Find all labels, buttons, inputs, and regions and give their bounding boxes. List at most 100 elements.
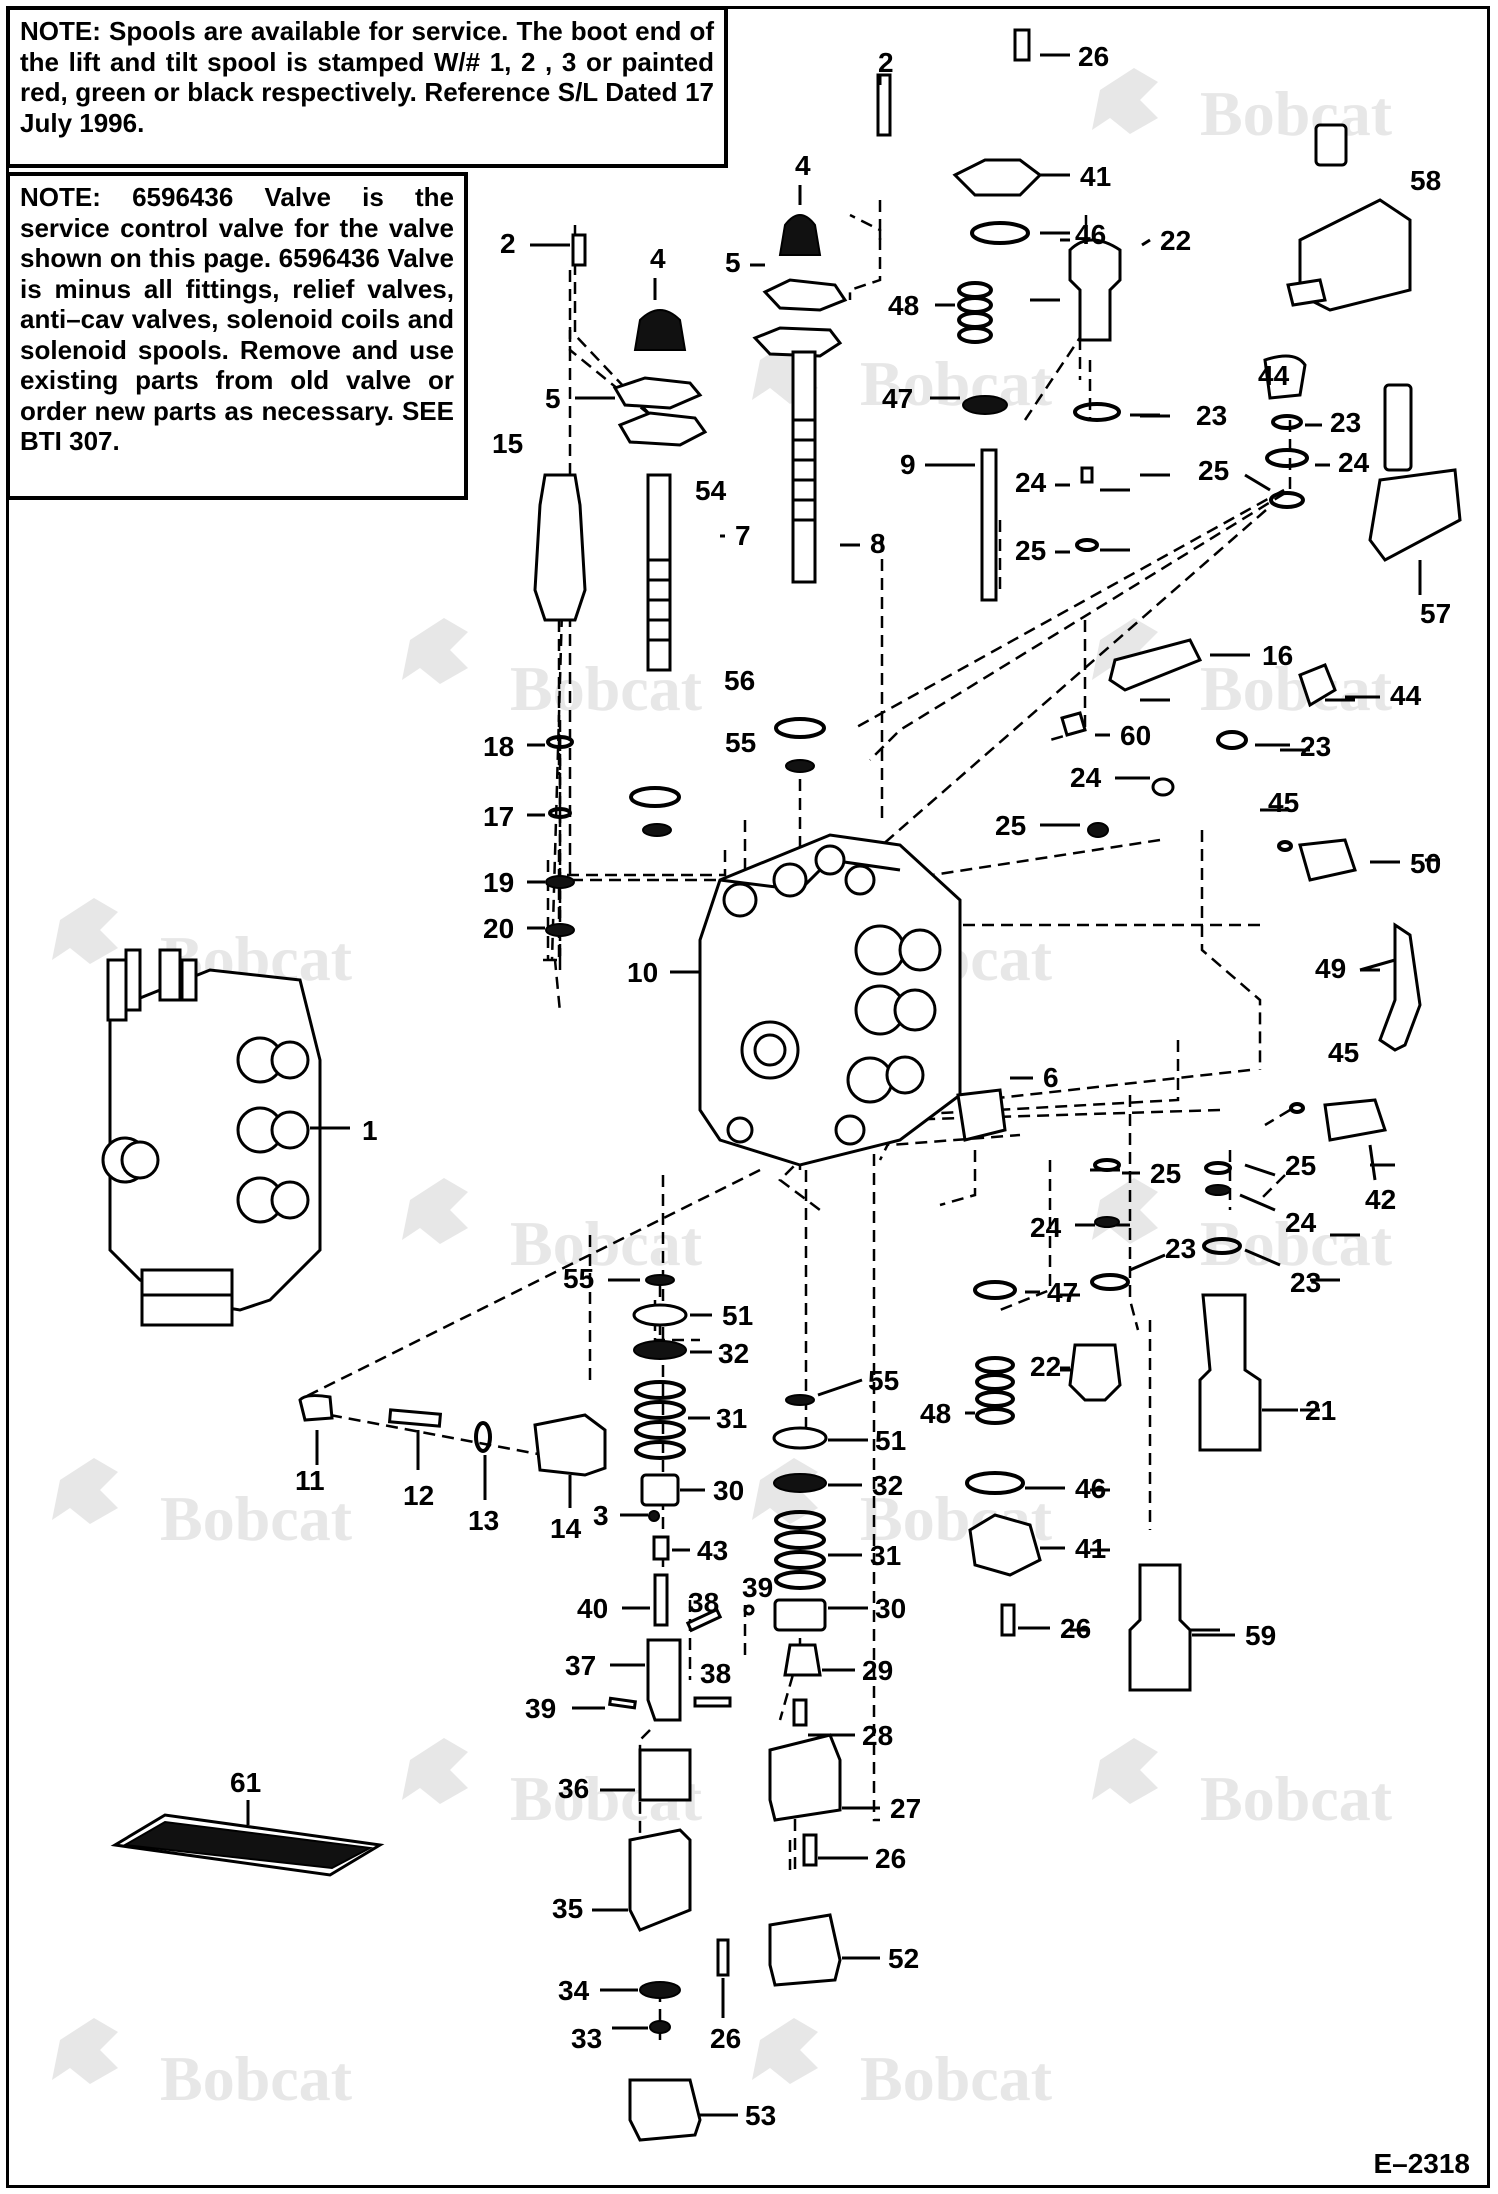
ring-25-top [1075,538,1099,552]
label-5-left: 5 [545,383,561,414]
sleeve-36 [638,1748,692,1802]
label-38-upper: 38 [688,1587,719,1618]
ring-45-lower [1289,1102,1305,1114]
washer-51-left [632,1303,688,1327]
oring-56 [629,786,681,808]
label-15: 15 [492,428,523,459]
watermark-text: Bobcat [160,1483,353,1554]
label-24-lower-right: 24 [1285,1207,1317,1238]
spring-31-left [634,1380,686,1460]
watermark-text: Bobcat [1200,1763,1393,1834]
watermark-text: Bobcat [1200,653,1393,724]
label-51-mid: 51 [875,1425,906,1456]
ring-23-lower-right [1202,1237,1242,1255]
label-45-lower: 45 [1328,1037,1359,1068]
label-48: 48 [888,290,919,321]
valve-59 [1128,1563,1192,1692]
watermark-text: Bobcat [1200,78,1393,149]
spring-38-lower [693,1696,732,1708]
label-36: 36 [558,1773,589,1804]
label-59: 59 [1245,1620,1276,1651]
housing-35 [628,1828,692,1932]
label-39-right: 39 [742,1572,773,1603]
decal-61-fill [121,1820,374,1870]
label-24-mid: 24 [1070,762,1102,793]
label-16: 16 [1262,640,1293,671]
top-parts [533,28,1122,937]
ring-13 [474,1421,492,1453]
label-34: 34 [558,1975,590,2006]
label-58: 58 [1410,165,1441,196]
ring-25-right [1269,491,1305,509]
tube-49 [1378,922,1422,1052]
oring-23-top [1073,402,1121,422]
screw-26-mid [802,1833,818,1867]
note-text: 6596436 Valve is the service control val… [20,182,454,456]
boot-4-upper [778,214,822,256]
label-4: 4 [795,150,811,181]
cover-41-lower [968,1513,1042,1577]
detent-37 [646,1638,682,1722]
plate-54-lower [617,411,708,447]
label-39-left: 39 [525,1693,556,1724]
washer-51-mid [772,1426,828,1450]
label-55-lower-mid: 55 [868,1365,899,1396]
label-1: 1 [362,1115,378,1146]
label-46: 46 [1075,219,1106,250]
plate-5-lower [612,376,703,410]
fitting-50 [1298,838,1357,882]
ring-19 [545,875,575,889]
label-33: 33 [571,2023,602,2054]
label-31-left: 31 [716,1403,747,1434]
label-37: 37 [565,1650,596,1681]
label-49: 49 [1315,953,1346,984]
label-45-upper: 45 [1268,787,1299,818]
label-55: 55 [725,727,756,758]
cover-27 [768,1733,842,1822]
label-23-top: 23 [1196,400,1227,431]
label-25-mid: 25 [995,810,1026,841]
figure-number: E–2318 [1373,2148,1470,2179]
label-52: 52 [888,1943,919,1974]
washer-47-lower [973,1280,1017,1300]
screw-26-lower [1000,1603,1016,1637]
solenoid-58-connector [1314,123,1348,167]
ring-55-right [785,759,815,773]
spring-38-upper [685,1607,723,1633]
label-7: 7 [735,520,751,551]
label-60: 60 [1120,720,1151,751]
oring-46-top [970,221,1030,245]
label-55-lower-left: 55 [563,1263,594,1294]
label-5: 5 [725,247,741,278]
label-14: 14 [550,1513,582,1544]
label-24-right: 24 [1338,447,1370,478]
screw-2-left [571,233,587,267]
screw-2-right [876,73,892,137]
screw-26-left [716,1938,730,1977]
spring-48-lower [975,1356,1015,1425]
ball-39-left [608,1696,637,1710]
spring-12 [387,1408,443,1428]
label-38-lower: 38 [700,1658,731,1689]
watermark-text: Bobcat [860,348,1053,419]
note-heading: NOTE: [20,182,101,212]
leader-lines [1030,53,1440,1632]
spool-8 [791,350,817,584]
retainer-30-left [640,1473,680,1507]
label-25-lower-right: 25 [1285,1150,1316,1181]
solenoid-58-nut [1286,278,1327,307]
ring-34 [639,1981,681,1999]
watermark-text: Bobcat [510,653,703,724]
label-24-lower-mid: 24 [1030,1212,1062,1243]
cover-41-top [952,158,1043,197]
ring-25-lower-right [1204,1161,1232,1175]
label-23-right: 23 [1330,407,1361,438]
label-2-left: 2 [500,228,516,259]
washer-47-top [962,395,1008,415]
ring-24-mid [1151,777,1175,797]
plug-44-upper [1263,354,1307,400]
ring-24-lower-mid [1094,1216,1120,1228]
plate-54-upper [752,326,843,358]
label-53: 53 [745,2100,776,2131]
seat-43 [652,1535,670,1561]
